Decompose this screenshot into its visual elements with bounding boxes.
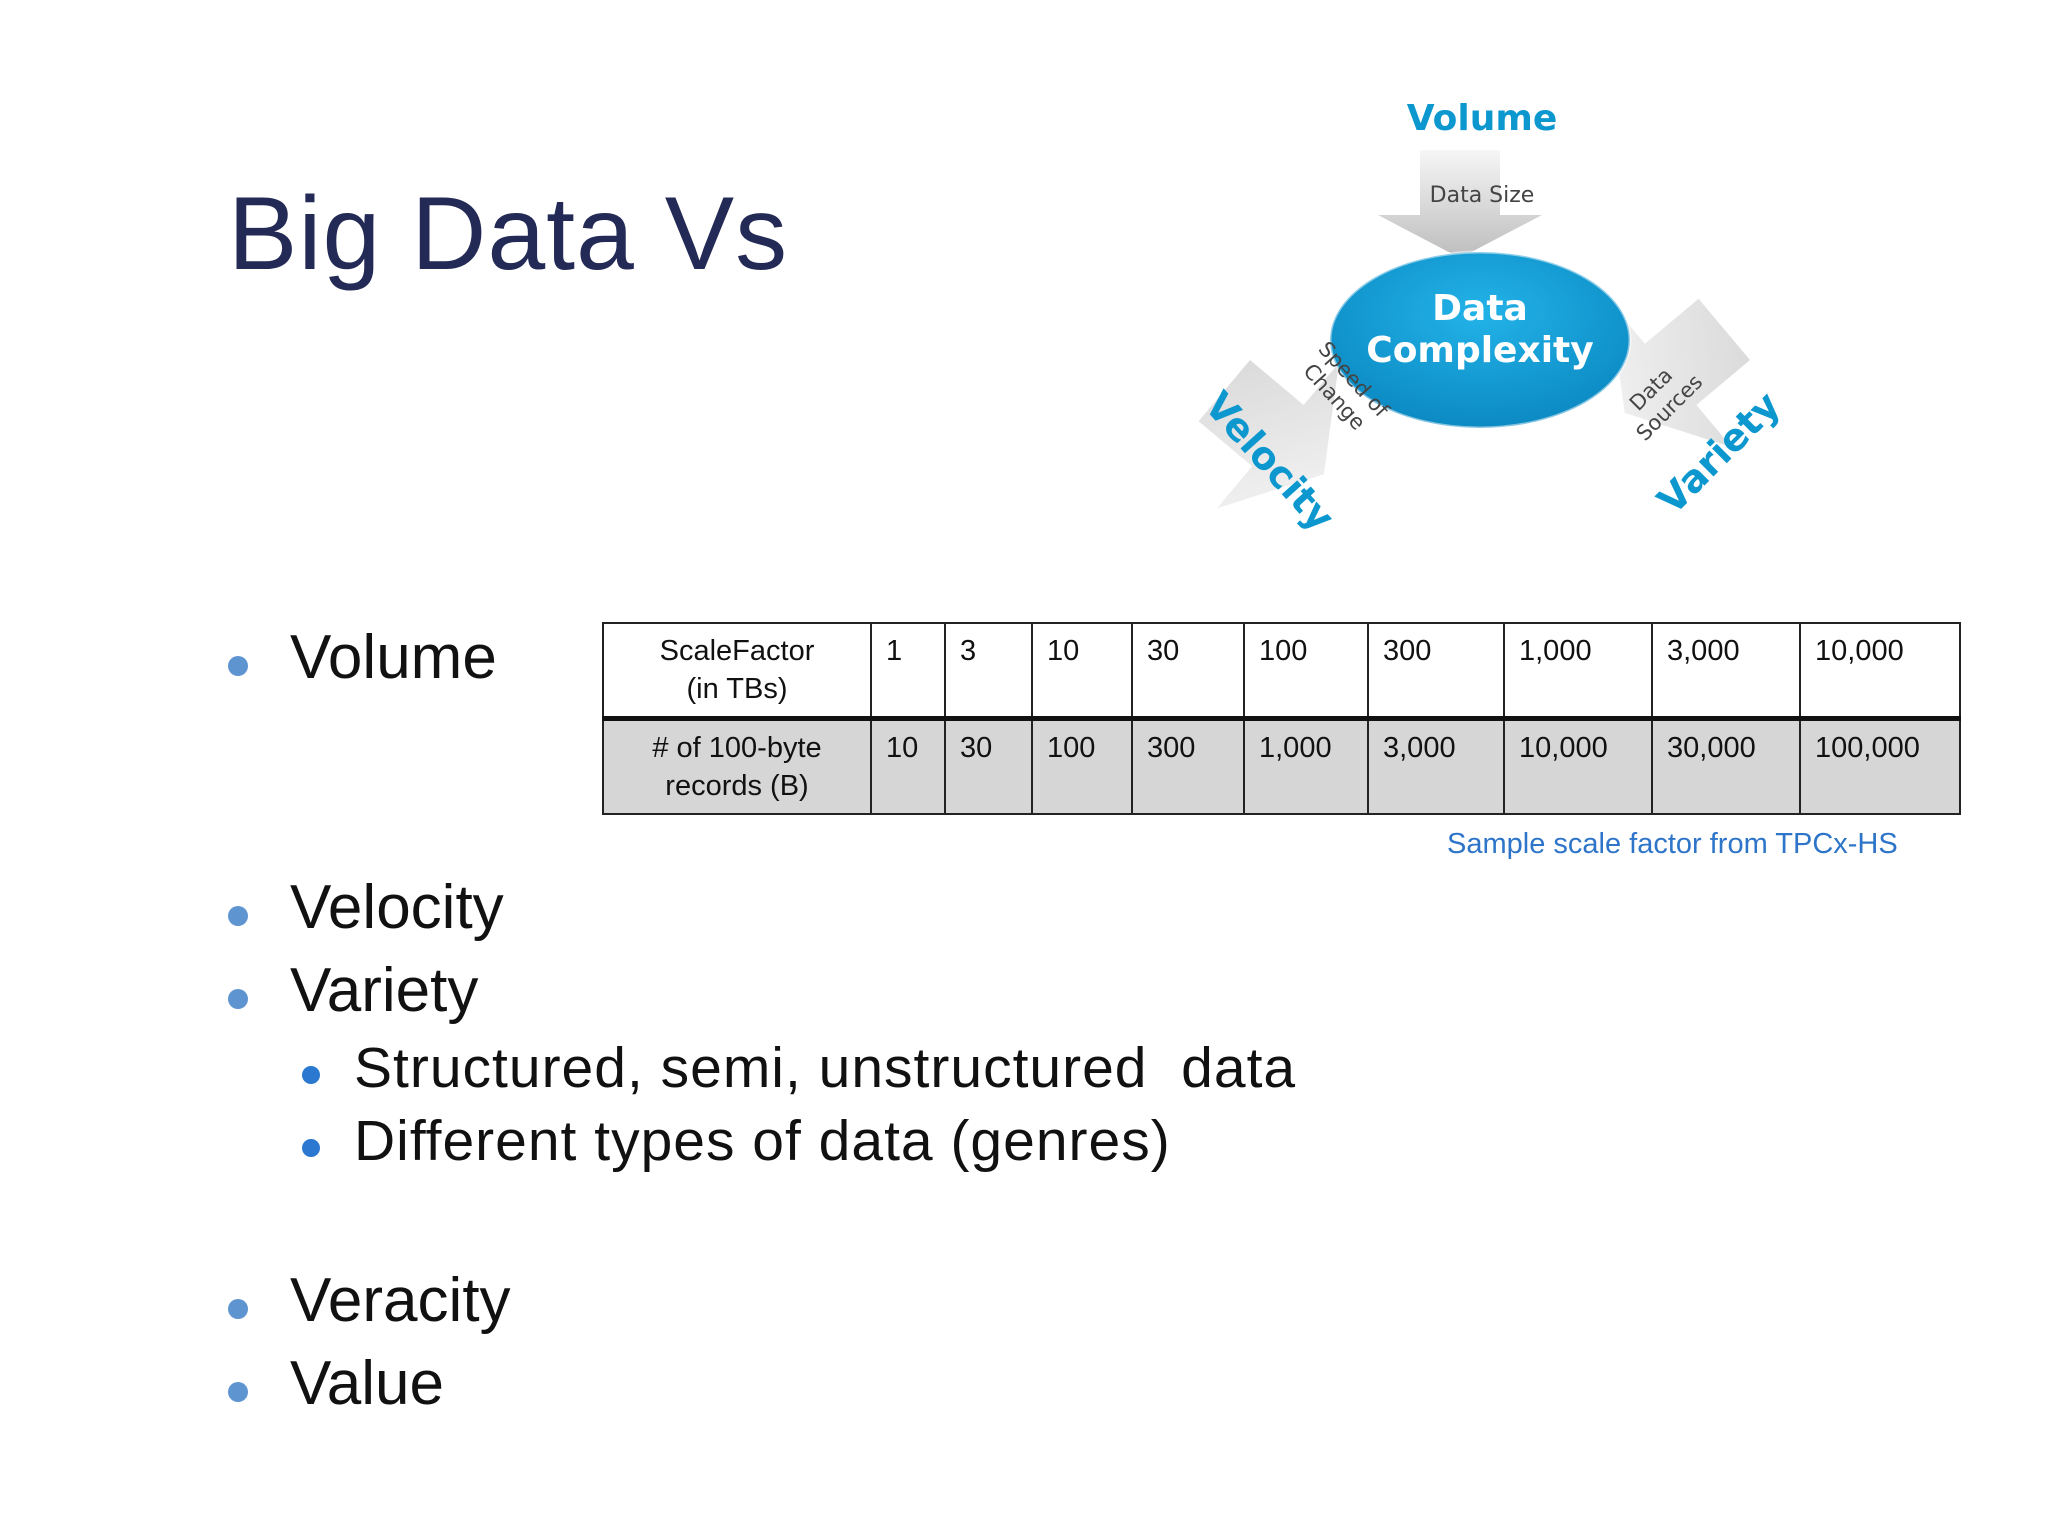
data-complexity-ellipse [1330,252,1630,428]
table-cell: 300 [1131,717,1245,815]
table-cell: 1,000 [1503,622,1653,721]
table-cell: 10 [1031,622,1133,721]
table-row-records: # of 100-byte records (B) 10 30 100 300 … [602,717,1961,815]
table-cell: 10,000 [1503,717,1653,815]
bullet-dot-icon [228,1382,248,1402]
data-complexity-diagram: Data Complexity Volume Data Size Speed o… [1196,98,1789,540]
table-cell: 30 [1131,622,1245,721]
table-cell: 3 [944,622,1033,721]
center-label-line2: Complexity [1366,330,1593,371]
center-label-line1: Data [1432,288,1528,329]
table-cell: 30,000 [1651,717,1801,815]
table-cell: 100,000 [1799,717,1961,815]
table-row-scalefactor: ScaleFactor (in TBs) 1 3 10 30 100 300 1… [602,622,1961,721]
variety-arrow-shape [1609,298,1750,448]
bullet-dot-icon [228,656,248,676]
sub-bullet-dot-icon [302,1139,320,1157]
volume-label: Volume [1407,98,1558,139]
velocity-arrow-shape [1198,360,1339,509]
table-cell: 300 [1367,622,1505,721]
table-cell: 1 [870,622,946,721]
sub-bullet-dot-icon [302,1066,320,1084]
table-cell: 10,000 [1799,622,1961,721]
volume-arrow [1378,150,1542,258]
table-cell: 1,000 [1243,717,1369,815]
bullet-dot-icon [228,989,248,1009]
table-row-header: # of 100-byte records (B) [602,717,872,815]
table-cell: 3,000 [1651,622,1801,721]
slide-title: Big Data Vs [228,176,789,292]
table-cell: 30 [944,717,1033,815]
bullet-dot-icon [228,906,248,926]
table-cell: 100 [1031,717,1133,815]
table-cell: 100 [1243,622,1369,721]
table-caption: Sample scale factor from TPCx-HS [1447,828,1898,860]
table-cell: 3,000 [1367,717,1505,815]
scale-factor-table: ScaleFactor (in TBs) 1 3 10 30 100 300 1… [602,622,1961,815]
table-row-header: ScaleFactor (in TBs) [602,622,872,721]
bullet-dot-icon [228,1299,248,1319]
table-cell: 10 [870,717,946,815]
volume-sublabel: Data Size [1430,183,1535,208]
